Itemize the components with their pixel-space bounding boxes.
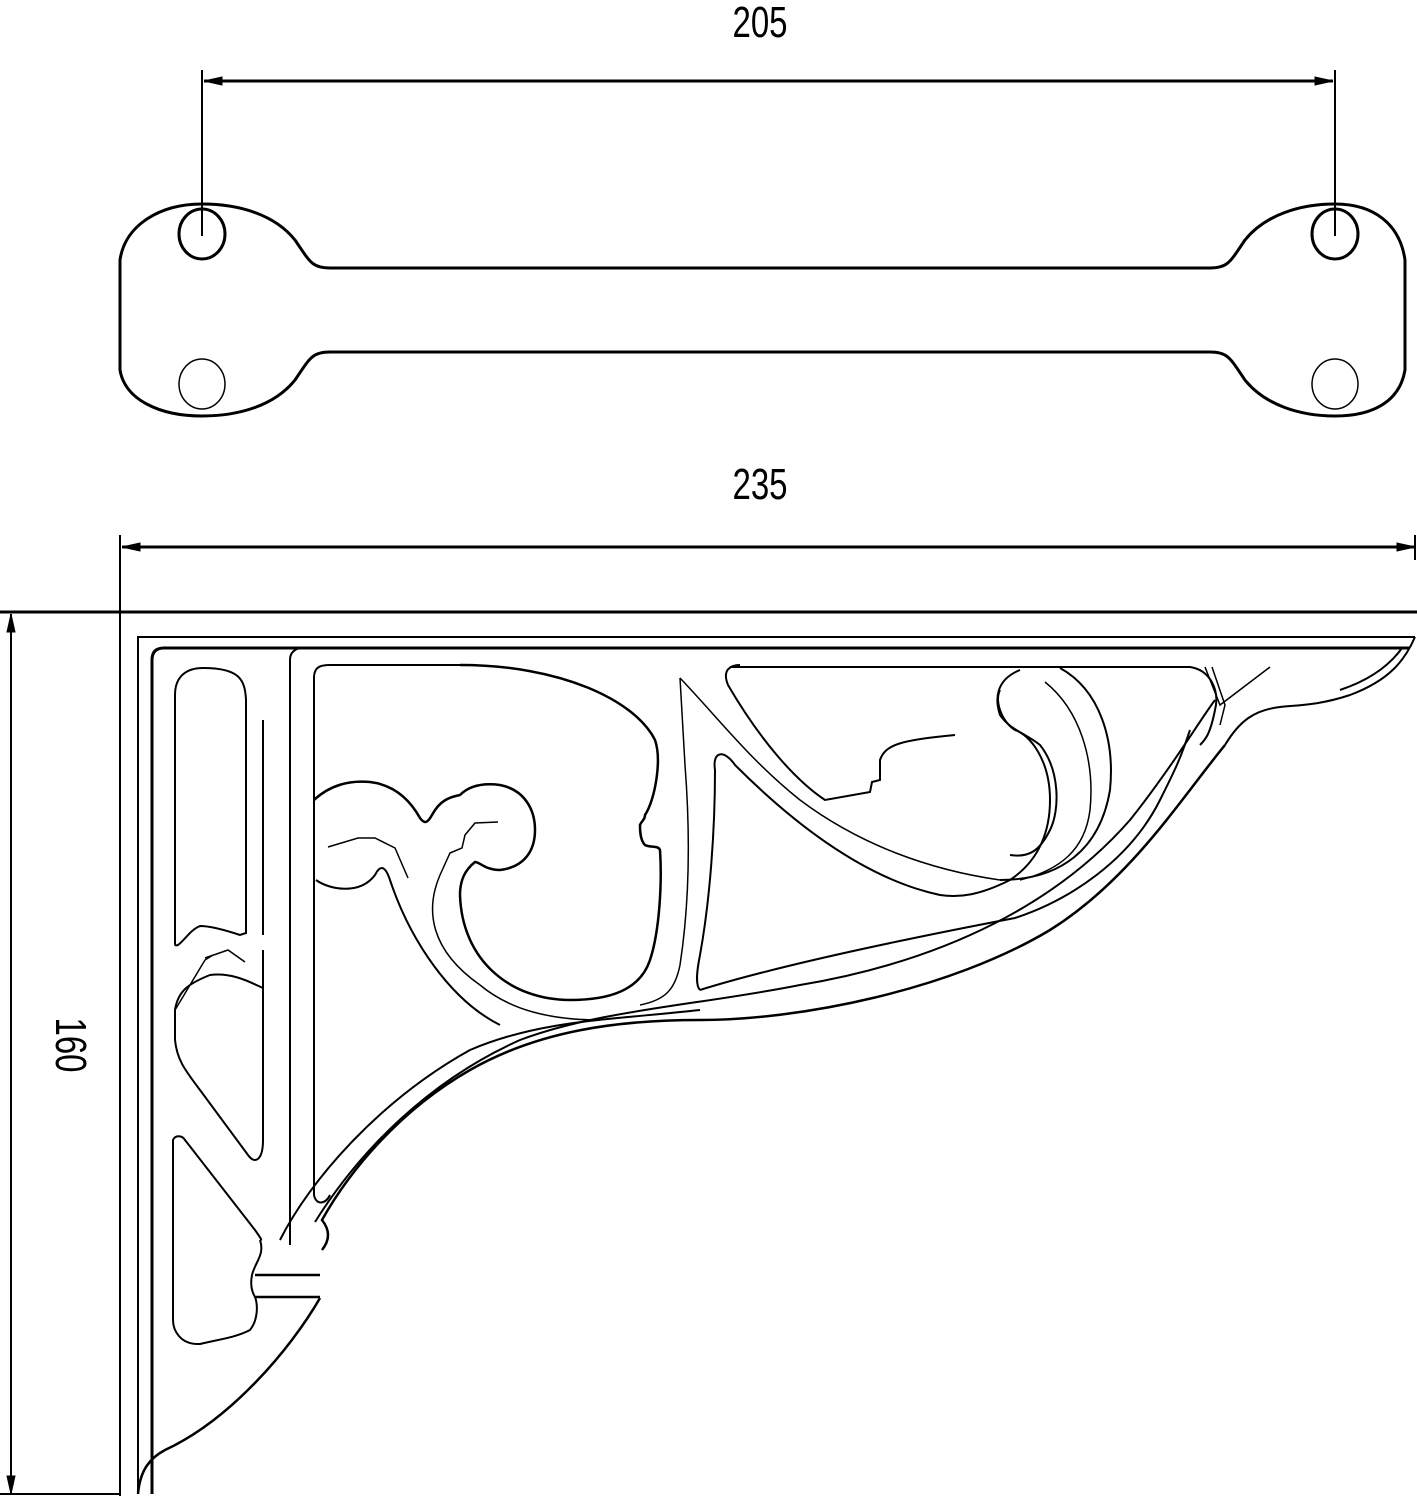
dimension-length-label: 235 <box>732 460 788 509</box>
dimension-hole-spacing-label: 205 <box>732 0 788 47</box>
top-view <box>118 70 1407 418</box>
dimension-height-label: 160 <box>46 1017 95 1073</box>
side-view <box>0 535 1417 1496</box>
